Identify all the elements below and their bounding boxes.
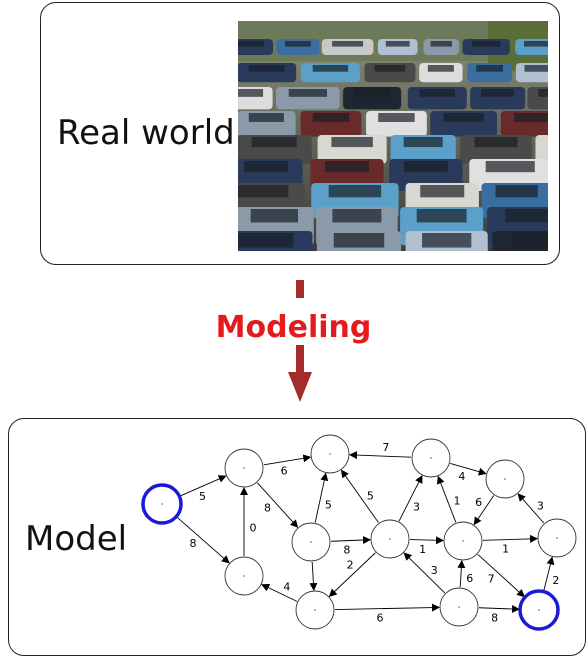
graph-node-center-dot: [161, 503, 163, 505]
graph-edge-H-I: [473, 495, 495, 526]
graph-edge-F-D: [340, 469, 379, 523]
graph-edge-L-I: [457, 559, 466, 588]
graph-edge-B-E: [257, 482, 299, 528]
edge-weight-label: 3: [431, 564, 438, 577]
edge-weight-label: 5: [325, 498, 332, 511]
graph-edge-B-D: [263, 454, 312, 466]
graph-edge-G-D: [348, 451, 412, 460]
model-label: Model: [25, 519, 128, 559]
edge-weight-label: 1: [502, 543, 509, 556]
graph-edge-K-C: [261, 584, 298, 602]
edge-weight-label: 4: [283, 581, 290, 594]
edge-weight-label: 6: [281, 465, 288, 478]
edge-weight-label: 5: [367, 490, 374, 503]
edge-weight-label: 3: [413, 501, 420, 514]
graph-edge-L-F: [403, 552, 446, 594]
graph-node-center-dot: [504, 478, 506, 480]
edge-weight-label: 6: [376, 612, 383, 625]
edge-weight-label: 8: [189, 537, 196, 550]
real-world-panel: Real world: [40, 2, 560, 265]
edge-weight-label: 1: [419, 543, 426, 556]
traffic-jam-photo: [238, 21, 548, 251]
graph-edge-K-L: [334, 603, 441, 612]
graph-edge-I-J: [482, 534, 539, 543]
graph-edge-F-K: [328, 552, 376, 597]
graph-edge-A-B: [180, 475, 227, 497]
edge-weight-label: 8: [343, 544, 350, 557]
graph-node-center-dot: [310, 541, 312, 543]
edge-weight-label: 6: [475, 496, 482, 509]
graph-node-center-dot: [430, 457, 432, 459]
down-arrow-icon: [288, 280, 312, 402]
edge-weight-label: 7: [488, 573, 495, 586]
edge-weight-label: 0: [250, 521, 257, 534]
graph-node-center-dot: [329, 453, 331, 455]
edge-weight-label: 3: [537, 499, 544, 512]
graph-edge-E-F: [330, 536, 372, 545]
graph-edge-G-H: [450, 463, 487, 476]
graph-edge-L-N: [478, 604, 521, 613]
graph-edge-E-K: [309, 561, 318, 592]
edge-weight-label: 5: [199, 490, 206, 503]
edge-weight-label: 7: [382, 441, 389, 454]
edge-weight-label: 4: [458, 470, 465, 483]
edge-weight-label: 2: [347, 558, 354, 571]
graph-edge-F-G: [398, 474, 423, 522]
graph-node-center-dot: [243, 467, 245, 469]
graph-edge-F-I: [409, 536, 445, 545]
graph-node-center-dot: [243, 575, 245, 577]
edge-weight-label: 2: [552, 574, 559, 587]
graph-edge-E-D: [314, 472, 329, 523]
graph-edge-N-J: [543, 556, 555, 591]
edge-weight-label: 8: [264, 501, 271, 514]
graph-node-center-dot: [389, 538, 391, 540]
real-world-label: Real world: [57, 113, 235, 153]
graph-edge-A-C: [176, 516, 230, 564]
graph-node-center-dot: [538, 609, 540, 611]
graph-node-center-dot: [556, 537, 558, 539]
edge-weight-label: 8: [491, 611, 498, 624]
edge-weight-label: 1: [453, 494, 460, 507]
modeling-label: Modeling: [215, 310, 372, 345]
edge-weight-label: 6: [466, 572, 473, 585]
graph-edge-I-N: [477, 554, 525, 598]
graph-edge-I-G: [436, 475, 457, 523]
graph-node-center-dot: [314, 609, 316, 611]
graph-edge-J-H: [517, 493, 545, 524]
graph-node-center-dot: [458, 606, 460, 608]
graph-node-center-dot: [462, 540, 464, 542]
